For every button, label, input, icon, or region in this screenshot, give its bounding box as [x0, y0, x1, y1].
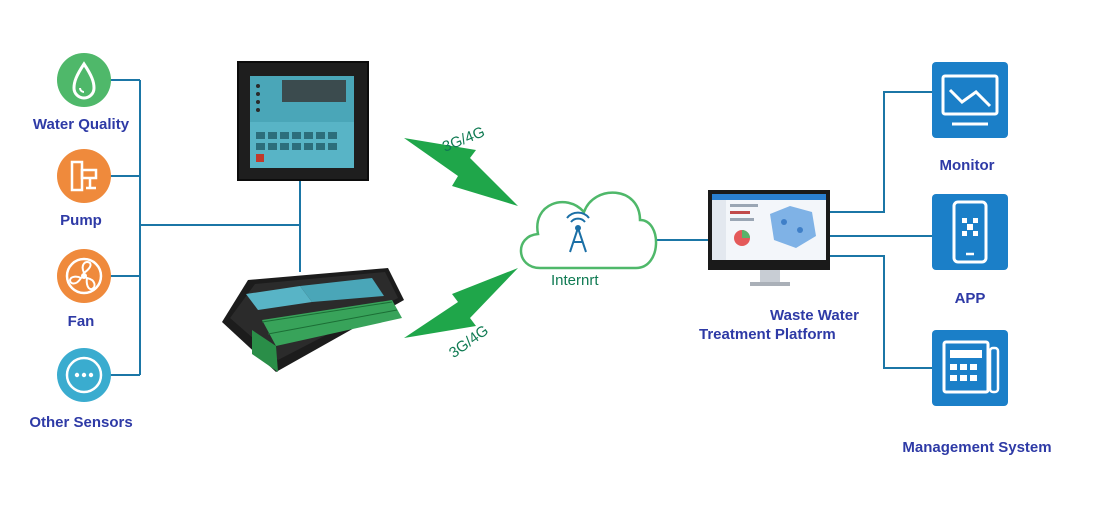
- controller-panel-device: [237, 61, 369, 181]
- smartphone-icon: [932, 194, 1008, 270]
- water-drop-icon: [57, 53, 111, 107]
- controller-box-device: [222, 268, 404, 372]
- internet-cloud: [519, 191, 658, 270]
- platform-monitor: [708, 190, 830, 286]
- management-panel-icon: [932, 330, 1008, 406]
- output-label-app: APP: [954, 290, 986, 307]
- signal-bolt-icon: [404, 138, 518, 206]
- fan-icon: [57, 249, 111, 303]
- platform-label-line2: Treatment Platform: [699, 326, 836, 343]
- right-connectors: [652, 91, 932, 369]
- signal-bolt-icon: [404, 268, 518, 338]
- sensor-label-pump: Pump: [60, 212, 102, 229]
- left-connectors: [110, 79, 301, 376]
- pump-icon: [57, 149, 111, 203]
- platform-label-line1: Waste Water: [770, 307, 859, 324]
- monitor-chart-icon: [932, 62, 1008, 138]
- sensor-label-water-quality: Water Quality: [32, 116, 130, 133]
- sensor-label-fan: Fan: [67, 313, 95, 330]
- output-label-monitor: Monitor: [939, 157, 995, 174]
- antenna-tower-icon: [566, 211, 590, 253]
- output-label-management-system: Management System: [902, 439, 1052, 456]
- sensor-label-other-sensors: Other Sensors: [29, 414, 133, 431]
- cloud-label: Internrt: [551, 272, 599, 289]
- more-dots-icon: [57, 348, 111, 402]
